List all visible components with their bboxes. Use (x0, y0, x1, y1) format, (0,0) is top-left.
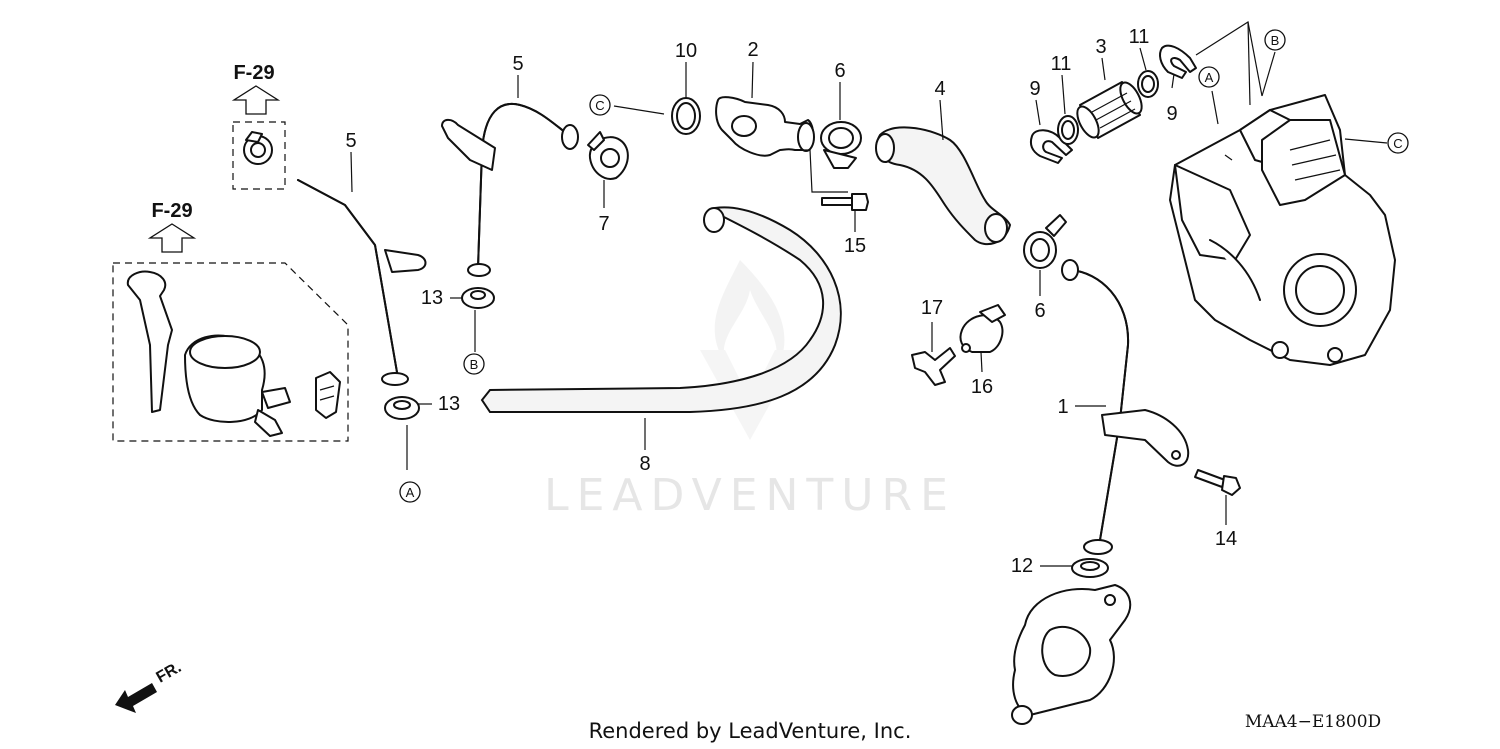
callout-14: 14 (1215, 528, 1237, 550)
page-ref-f29-lower: F-29 (151, 200, 192, 222)
callout-11-right: 11 (1129, 26, 1150, 48)
part-1-pipe (1061, 259, 1190, 555)
callout-5-left: 5 (345, 130, 356, 152)
reference-marker-c-left: C (589, 94, 611, 116)
footer-credit: Rendered by LeadVenture, Inc. (589, 719, 912, 743)
front-direction-label: FR. (154, 659, 185, 687)
svg-text:A: A (406, 485, 415, 500)
part-9-clip-right (1159, 44, 1197, 79)
callout-1: 1 (1057, 396, 1068, 418)
callout-11-left: 11 (1051, 53, 1072, 75)
callout-9-left: 9 (1029, 78, 1040, 100)
part-5-middle-pipe (441, 102, 579, 277)
callout-12: 12 (1011, 555, 1033, 577)
part-13-grommet-lower (384, 396, 420, 420)
part-8-long-hose (480, 206, 842, 413)
part-4-bent-hose (875, 126, 1012, 246)
svg-text:A: A (1205, 70, 1214, 85)
diagram-code: MAA4−E1800D (1245, 712, 1381, 732)
part-16-clamp (959, 304, 1006, 353)
reference-marker-a-lower: A (399, 481, 421, 503)
water-pump-housing (1011, 584, 1132, 725)
part-17-clip (911, 347, 956, 386)
part-11-o-ring-left (1057, 115, 1079, 145)
part-7-clamp (587, 131, 629, 180)
part-2-thermostat-housing (715, 96, 815, 157)
reference-marker-c-engine: C (1387, 132, 1409, 154)
watermark-flame-logo (700, 260, 800, 440)
part-12-grommet (1071, 558, 1109, 578)
reference-marker-b-left: B (463, 353, 485, 375)
callout-7: 7 (598, 213, 609, 235)
up-arrow-icon (231, 85, 281, 115)
leader-lines (350, 21, 1388, 567)
callout-2: 2 (747, 39, 758, 61)
up-arrow-icon (147, 223, 197, 253)
part-15-bolt (800, 149, 869, 211)
svg-text:C: C (595, 98, 604, 113)
svg-text:B: B (1271, 33, 1280, 48)
callout-6-lower: 6 (1034, 300, 1045, 322)
callout-6-upper: 6 (834, 60, 845, 82)
page-ref-f29-upper: F-29 (233, 62, 274, 84)
callout-5-middle: 5 (512, 53, 523, 75)
callout-9-right: 9 (1166, 103, 1177, 125)
callout-13-upper: 13 (421, 287, 443, 309)
part-3-joint-pipe (1076, 81, 1143, 139)
part-11-o-ring-right (1137, 70, 1159, 98)
callout-10: 10 (675, 40, 697, 62)
part-13-grommet-upper (461, 287, 495, 309)
watermark-text: LEADVENTURE (544, 470, 956, 521)
part-6-clamp-lower (1023, 214, 1067, 269)
part-10-o-ring (671, 97, 701, 135)
callout-13-lower: 13 (438, 393, 460, 415)
clamp-reference-group (232, 121, 286, 190)
callout-4: 4 (934, 78, 945, 100)
part-5-left-pipe (297, 179, 427, 386)
callout-8: 8 (639, 453, 650, 475)
engine-assembly (1169, 94, 1396, 366)
svg-text:C: C (1393, 136, 1402, 151)
reference-marker-b-engine: B (1264, 29, 1286, 51)
part-6-clamp-upper (820, 121, 862, 169)
callout-17: 17 (921, 297, 943, 319)
svg-text:B: B (470, 357, 479, 372)
part-9-clip-left (1030, 129, 1073, 164)
callout-16: 16 (971, 376, 993, 398)
callout-15: 15 (844, 235, 866, 257)
part-14-bolt (1194, 469, 1241, 496)
pump-reference-group (112, 262, 349, 442)
reference-marker-a-engine: A (1198, 66, 1220, 88)
callout-3: 3 (1095, 36, 1106, 58)
front-direction-arrow: FR. (115, 659, 184, 713)
